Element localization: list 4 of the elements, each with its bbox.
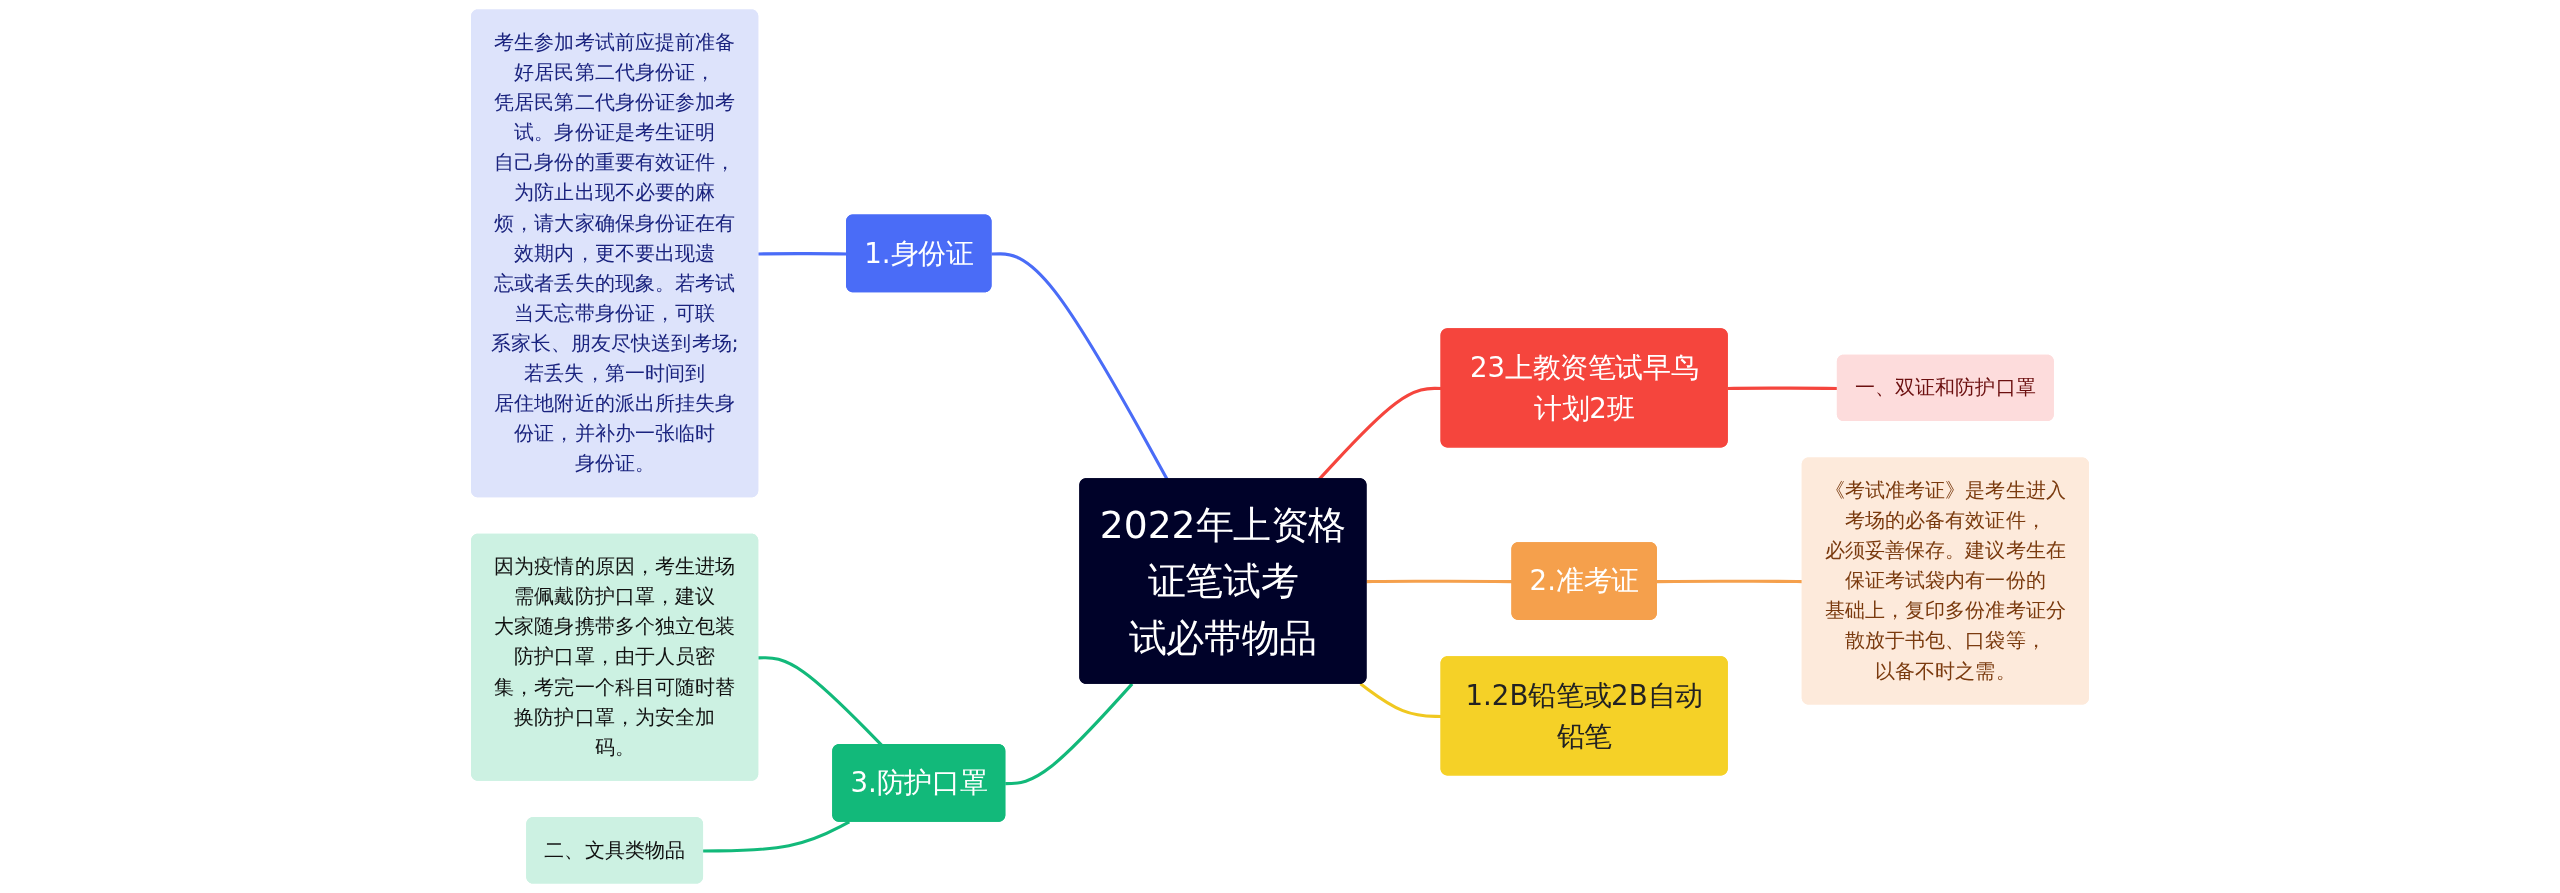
connector [1359,682,1442,719]
connector [1366,579,1513,584]
connector [1005,682,1134,786]
connector [703,820,851,853]
